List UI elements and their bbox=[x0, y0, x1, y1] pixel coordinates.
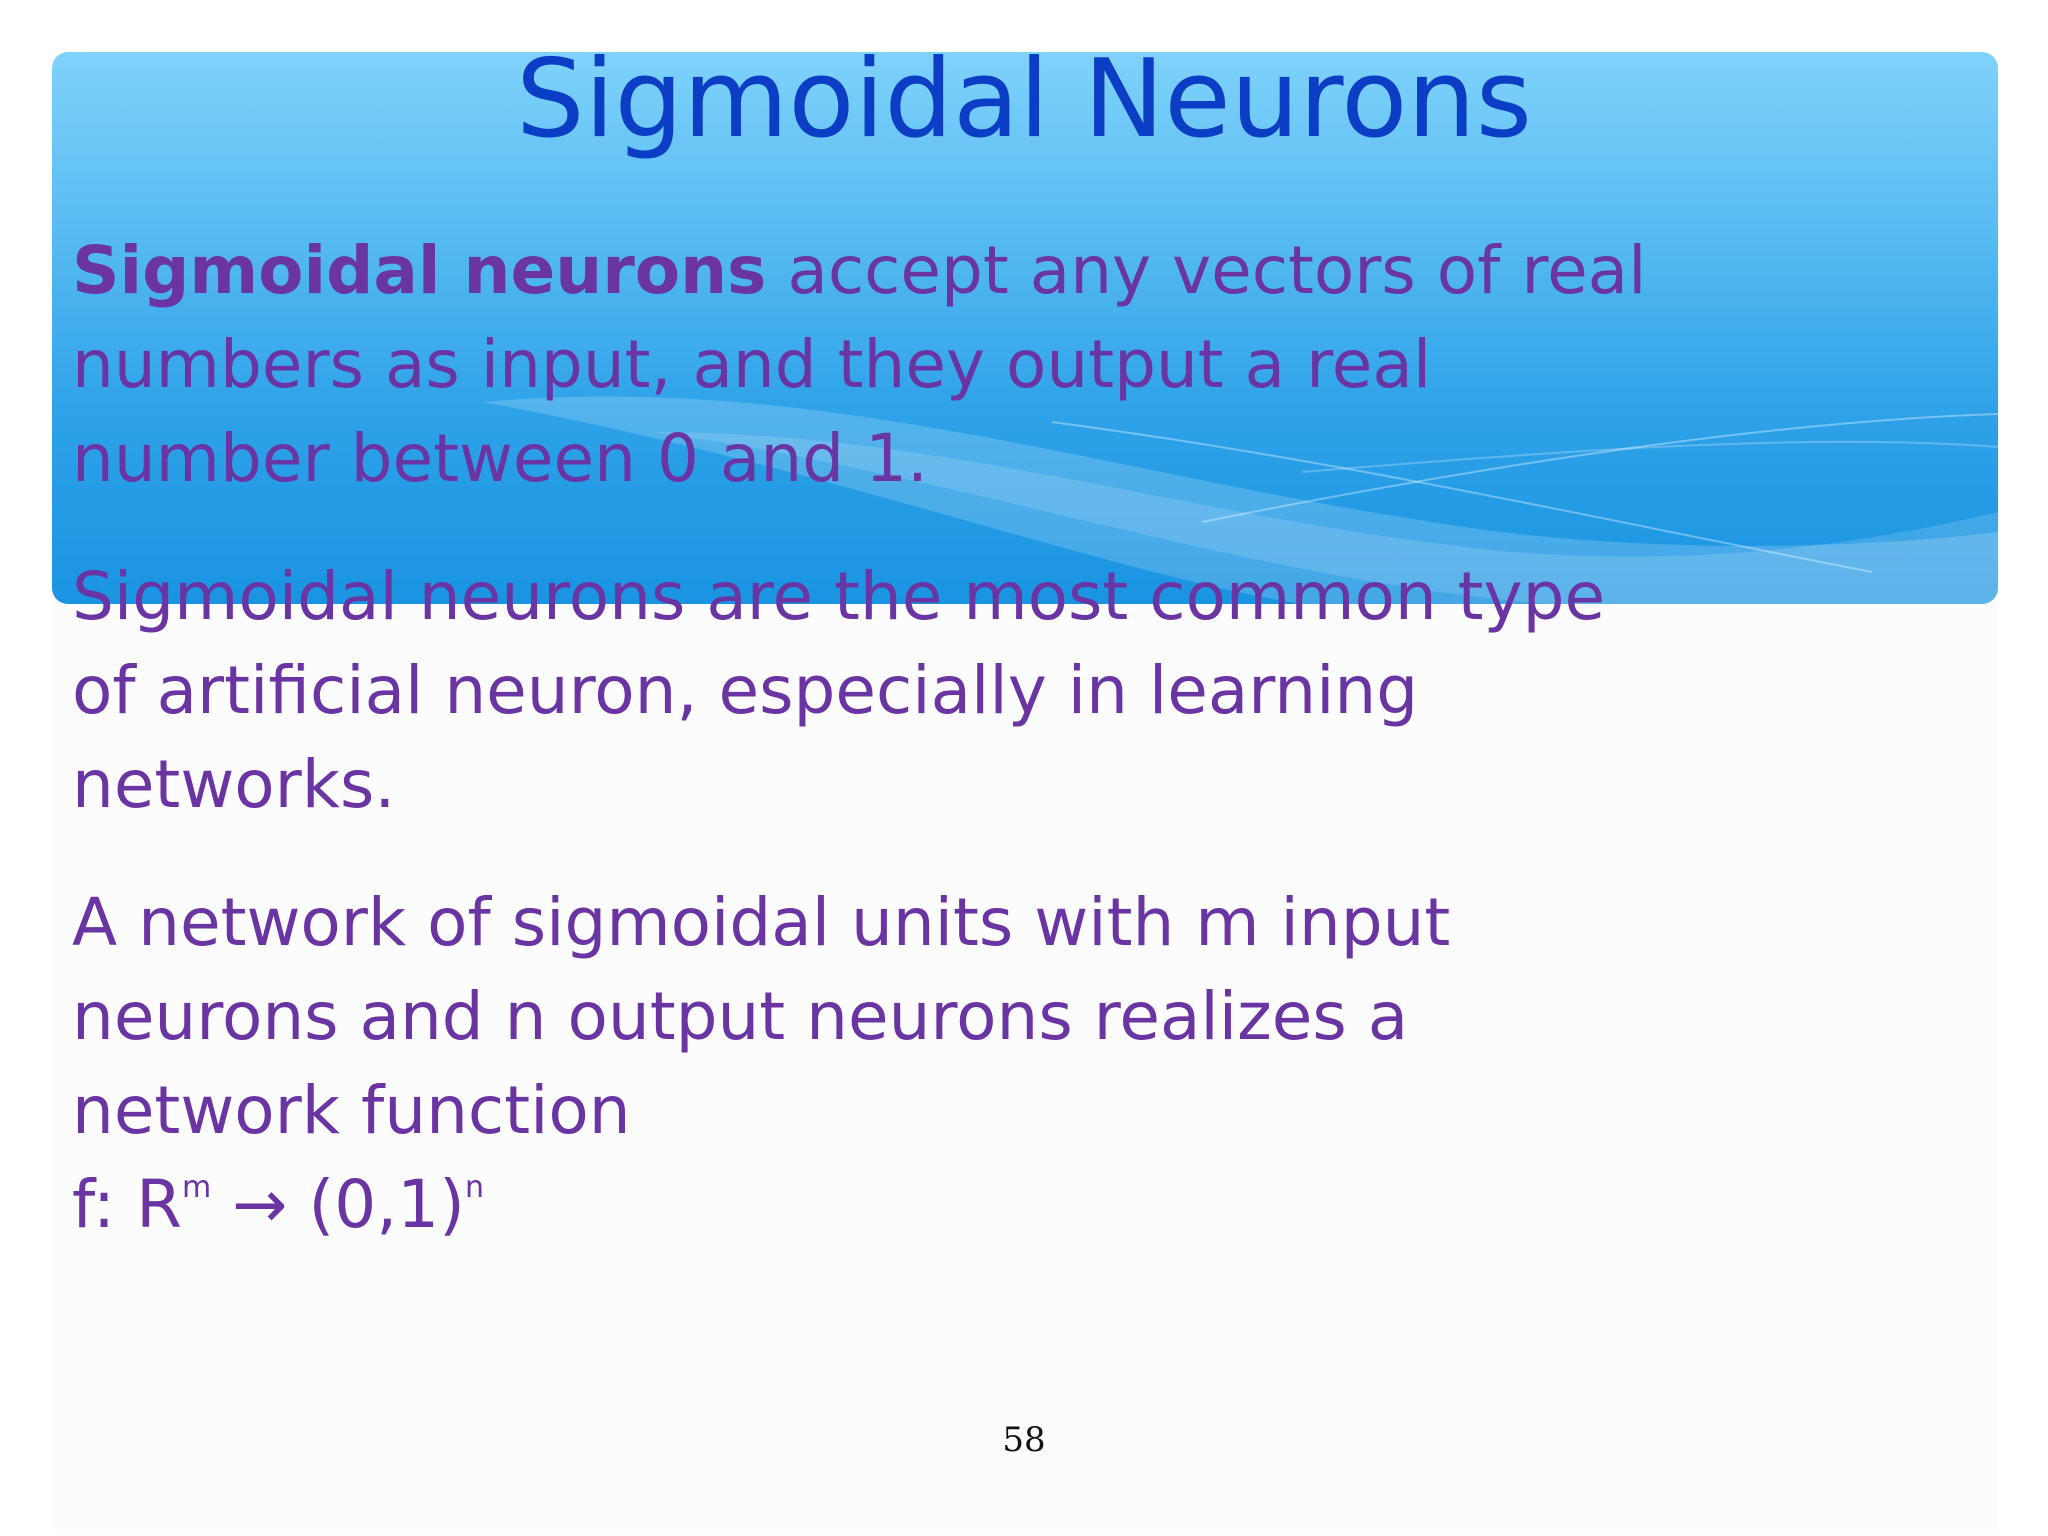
formula-arrow-interval: → (0,1) bbox=[211, 1166, 465, 1243]
formula: f: Rm → (0,1)n bbox=[72, 1166, 484, 1243]
paragraph2-line2: of artificial neuron, especially in lear… bbox=[72, 652, 1419, 729]
slide-title: Sigmoidal Neurons bbox=[516, 37, 1532, 162]
paragraph3-line2: neurons and n output neurons realizes a bbox=[72, 978, 1409, 1055]
paragraph2-line1: Sigmoidal neurons are the most common ty… bbox=[72, 558, 1606, 635]
paragraph-network-function: A network of sigmoidal units with m inpu… bbox=[72, 876, 1692, 1252]
content-background bbox=[52, 600, 1998, 1530]
paragraph2-line3: networks. bbox=[72, 746, 396, 823]
bold-term: Sigmoidal neurons bbox=[72, 232, 767, 309]
formula-prefix: f: R bbox=[72, 1166, 182, 1243]
page-number: 58 bbox=[1002, 1420, 1046, 1460]
paragraph3-line3: network function bbox=[72, 1072, 631, 1149]
paragraph3-line1: A network of sigmoidal units with m inpu… bbox=[72, 884, 1451, 961]
paragraph-sigmoid-definition: Sigmoidal neurons accept any vectors of … bbox=[72, 224, 1692, 506]
paragraph1-line3: number between 0 and 1. bbox=[72, 420, 929, 497]
formula-superscript-m: m bbox=[181, 1170, 212, 1205]
wave-decoration bbox=[482, 396, 1998, 604]
formula-superscript-n: n bbox=[464, 1170, 484, 1205]
header-band bbox=[52, 52, 1998, 604]
paragraph1-line1-text: accept any vectors of real bbox=[766, 232, 1647, 309]
paragraph-common-type: Sigmoidal neurons are the most common ty… bbox=[72, 550, 1692, 832]
paragraph1-line2: numbers as input, and they output a real bbox=[72, 326, 1432, 403]
